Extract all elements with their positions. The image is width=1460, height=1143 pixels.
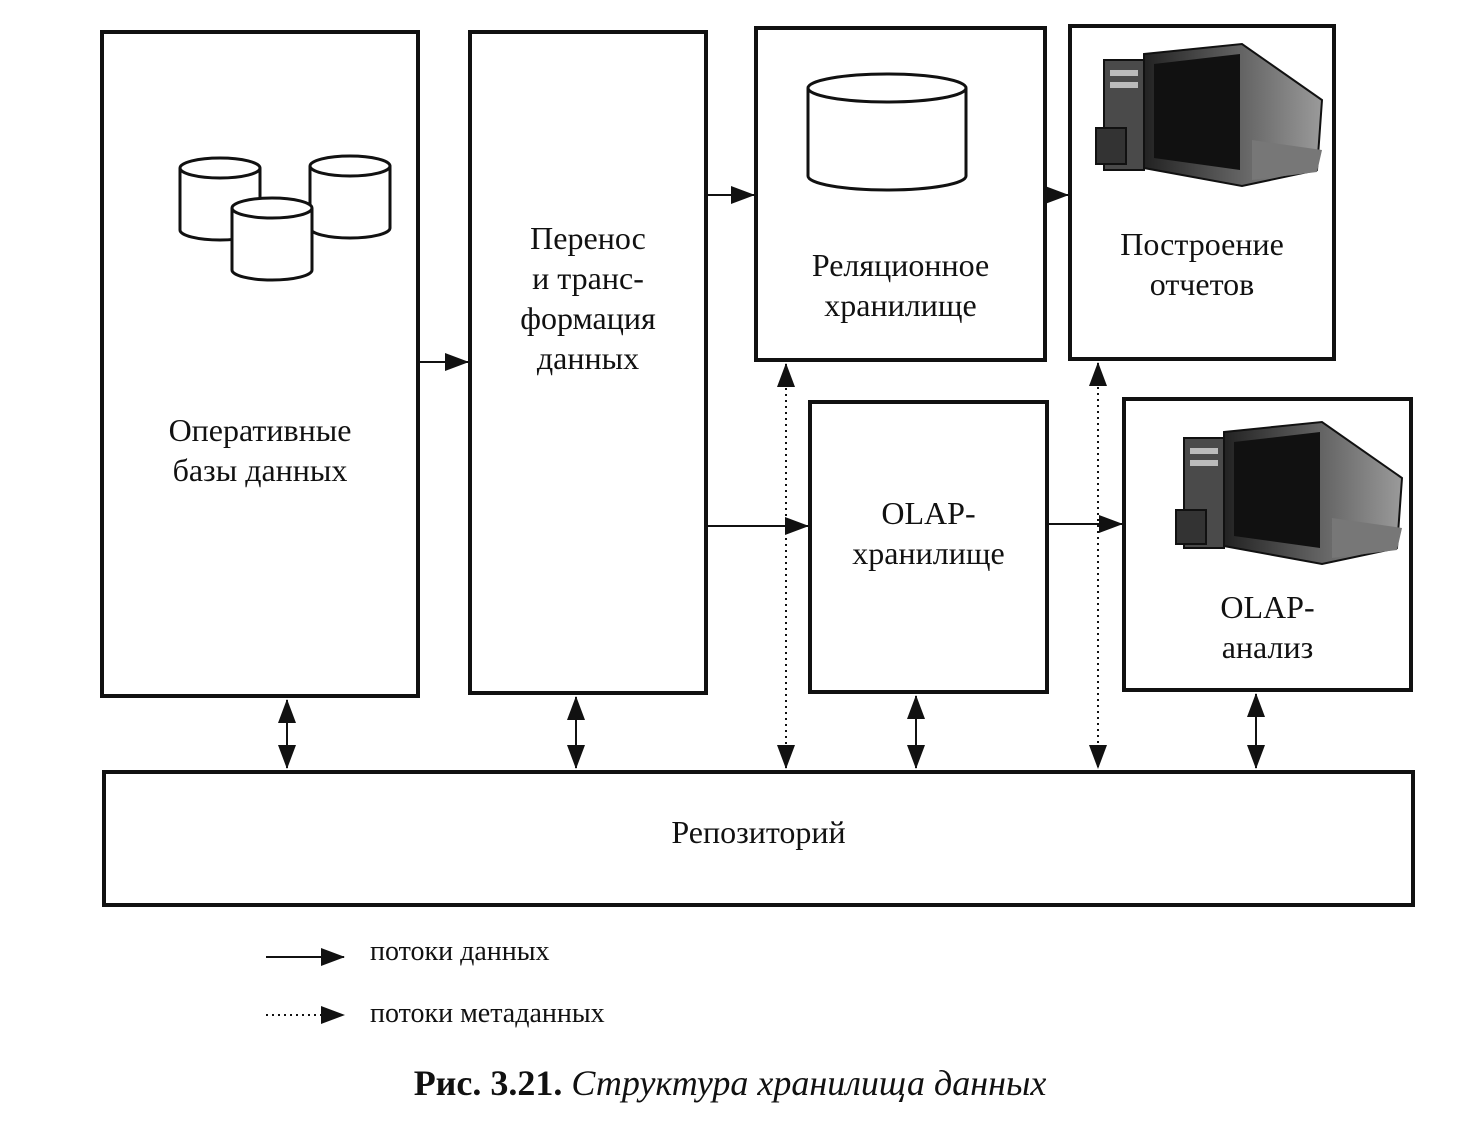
figure-title: Структура хранилища данных [571, 1063, 1047, 1103]
olap-analysis-label: OLAP- анализ [1220, 589, 1315, 665]
olap-storage-box [808, 400, 1049, 694]
computer-icon [1095, 42, 1324, 188]
transform-box [468, 30, 708, 695]
figure-number: Рис. 3.21. [413, 1063, 563, 1103]
operational-databases-label: Оперативные базы данных [168, 412, 352, 488]
olap-storage-label: OLAP- хранилище [852, 495, 1005, 571]
relational-storage-label: Реляционное хранилище [811, 247, 990, 323]
reports-label: Построение отчетов [1120, 226, 1284, 302]
figure-caption: Рис. 3.21. Структура хранилища данных [0, 1062, 1460, 1104]
transform-label: Перенос и транс- формация данных [520, 220, 656, 376]
legend-data-flows: потоки данных [370, 936, 550, 967]
database-cylinder-icon [806, 72, 968, 192]
operational-databases-box [100, 30, 420, 698]
repository-label: Репозиторий [671, 814, 846, 850]
computer-icon [1175, 420, 1404, 566]
legend-metadata-flows: потоки метаданных [370, 998, 605, 1029]
repository-box [102, 770, 1415, 907]
database-cylinders-icon [178, 154, 392, 282]
